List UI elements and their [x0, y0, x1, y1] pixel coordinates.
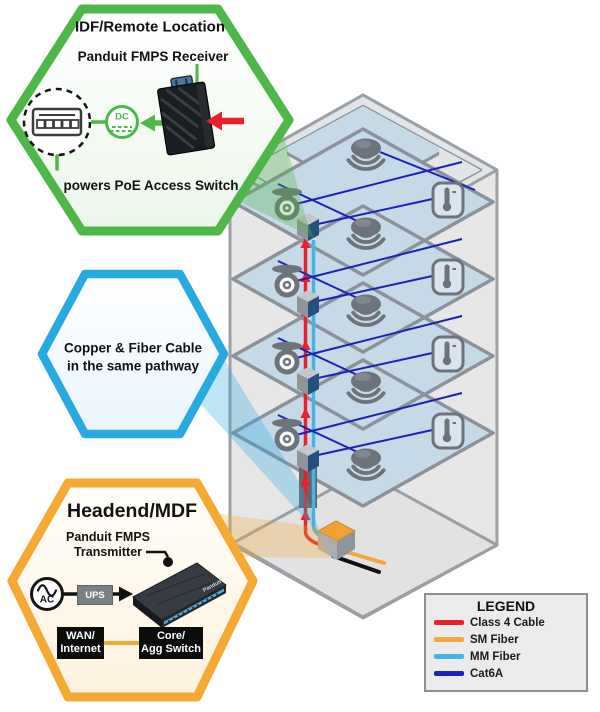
floor-plate-borders: [231, 127, 495, 508]
floor-plate-border: [231, 204, 495, 354]
idf-callout: [6, 4, 294, 236]
wan-internet-box: WAN/ Internet: [57, 627, 104, 659]
green-beam: [236, 132, 314, 238]
sm-fiber-swatch: [434, 637, 464, 642]
blue-beam: [197, 356, 322, 538]
class4-arrow-icon: [300, 237, 311, 248]
dc-arrow-icon: [140, 114, 155, 132]
legend-row: Class 4 Cable: [426, 614, 586, 631]
dome-camera-icon: [272, 187, 302, 221]
idf-enclosure: [297, 290, 319, 318]
switch-icon: [31, 107, 83, 137]
thermostat-icon: [431, 258, 465, 296]
thermostat-icon: [431, 412, 465, 450]
idf-enclosure: [297, 444, 319, 472]
power-cable: [331, 554, 381, 574]
class4-arrow-icon: [300, 407, 311, 418]
wireless-ap-icon: [346, 448, 386, 481]
cat6a-line: [295, 315, 463, 359]
transmitter-label: Panduit FMPS Transmitter: [65, 530, 151, 559]
dome-camera-icon: [272, 418, 302, 452]
dc-label: DC: [115, 111, 129, 123]
cat6a-line: [317, 428, 438, 456]
legend-row: MM Fiber: [426, 648, 586, 665]
headend-junction-box: [316, 520, 357, 560]
legend-title: LEGEND: [476, 598, 536, 614]
dc-power-circle: [105, 105, 139, 139]
floor-plate-border: [231, 358, 495, 508]
legend-row: Cat6A: [426, 665, 586, 682]
ups-badge: UPS: [77, 585, 113, 605]
cat6a-swatch: [434, 671, 464, 676]
fmps-transmitter-device: Panduit: [132, 562, 227, 628]
cat6a-line: [317, 351, 438, 379]
sine-wave-icon: [36, 584, 58, 597]
class4-arrow-icon: [206, 111, 222, 131]
receiver-label: Panduit FMPS Receiver: [77, 49, 229, 65]
building: [228, 93, 499, 620]
thermostat-icon: [431, 181, 465, 219]
cat6a-line: [295, 161, 463, 205]
wireless-ap-icon: [346, 371, 386, 404]
dome-camera-icon: [272, 264, 302, 298]
power-arrow-icon: [119, 586, 133, 602]
wireless-ap-icon: [346, 138, 386, 171]
ac-label: AC: [39, 594, 55, 606]
floor-plate-border: [231, 127, 495, 277]
cat6a-line: [295, 392, 463, 436]
pathway-text: Copper & Fiber Cable in the same pathway: [63, 340, 203, 374]
idf-enclosure: [297, 213, 319, 241]
class4-swatch: [434, 620, 464, 625]
floor-plate-border: [231, 281, 495, 431]
class4-arrow-icon: [300, 509, 311, 520]
headend-title: Headend/MDF: [66, 499, 198, 522]
poe-caption: powers PoE Access Switch: [63, 178, 239, 194]
cat6a-line: [317, 197, 438, 225]
cat6a-line: [317, 274, 438, 302]
mm-fiber-swatch: [434, 654, 464, 659]
class4-arrow-icon: [300, 475, 311, 486]
pathway-callout: [37, 269, 229, 439]
ground-slab: [231, 470, 499, 619]
idf-title: IDF/Remote Location: [74, 18, 226, 36]
transmitter-pointer: [146, 550, 170, 558]
class4-arrow-icon: [300, 339, 311, 350]
dome-camera-icon: [272, 341, 302, 375]
orange-beam: [214, 513, 330, 558]
idf-enclosure: [297, 367, 319, 395]
fmps-receiver-device: [157, 75, 216, 156]
core-agg-switch-box: Core/ Agg Switch: [139, 627, 203, 659]
legend-row: SM Fiber: [426, 631, 586, 648]
thermostat-icon: [431, 335, 465, 373]
floor-devices: [272, 138, 465, 481]
legend: LEGEND Class 4 Cable SM Fiber MM Fiber C…: [424, 593, 588, 692]
cat6a-line: [295, 238, 463, 282]
wireless-ap-icon: [346, 294, 386, 327]
wireless-ap-icon: [346, 217, 386, 250]
